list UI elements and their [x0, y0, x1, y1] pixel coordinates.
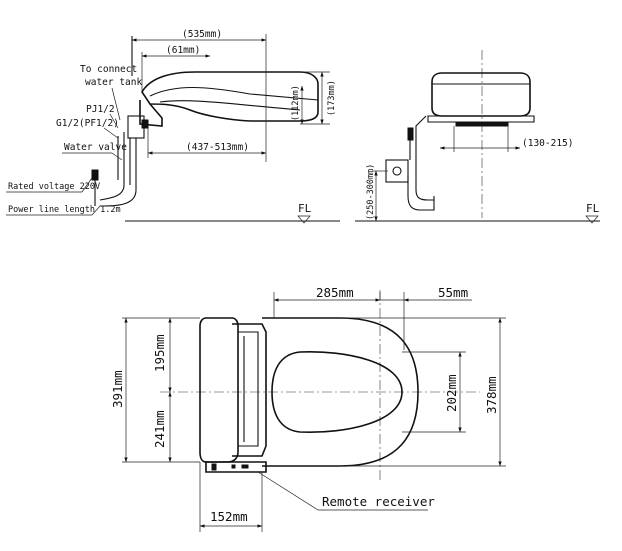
rear-seat-body — [431, 72, 531, 117]
side-floor-mark — [297, 215, 311, 224]
side-seat-line — [159, 100, 301, 111]
top-receiver-key — [211, 463, 217, 471]
rear-floor-mark — [585, 215, 599, 224]
dim-130-label: (130-215) — [522, 138, 573, 149]
leader-voltage — [81, 177, 93, 193]
dim-391-label: 391mm — [110, 370, 125, 408]
rear-base-plate — [427, 115, 535, 123]
side-plug — [91, 169, 99, 181]
leader-pj — [109, 113, 119, 129]
top-seat-opening — [271, 350, 403, 434]
rear-bolt-strip — [455, 121, 509, 127]
top-receiver-dot — [231, 464, 236, 469]
rear-valve-box — [385, 159, 409, 183]
top-rear-unit — [199, 317, 239, 463]
label-remote: Remote receiver — [322, 494, 435, 509]
dim-250-label: (250-300mm) — [366, 164, 376, 220]
top-receiver-window — [241, 464, 249, 469]
side-lid-line — [149, 87, 319, 101]
side-seat-body — [141, 71, 319, 122]
label-pj: PJ1/2 — [86, 104, 115, 115]
label-g: G1/2(PF1/2) — [56, 118, 119, 129]
rear-floor-label: FL — [586, 202, 600, 215]
top-hinge-inner — [238, 331, 259, 447]
rear-valve-knob — [392, 166, 402, 176]
label-valve: Water valve — [64, 142, 127, 153]
rear-view: (130-215) (250-300mm) FL — [355, 50, 600, 224]
top-view: 285mm 55mm 391mm 195mm 241mm 202mm 378mm… — [110, 285, 506, 532]
side-power-line — [100, 189, 137, 207]
dim-535-label: (535mm) — [182, 29, 222, 40]
dim-378-label: 378mm — [484, 376, 499, 414]
side-valve-fitting — [141, 119, 149, 129]
label-voltage: Rated voltage 220V — [8, 182, 100, 192]
dim-55-label: 55mm — [438, 285, 468, 300]
dim-112-label: (112mm) — [291, 85, 301, 121]
dim-152-label: 152mm — [210, 509, 248, 524]
leader-remote — [257, 471, 319, 511]
label-power: Power line length 1.2m — [8, 205, 121, 215]
top-hinge-block — [232, 323, 267, 457]
dim-285-label: 285mm — [316, 285, 354, 300]
side-floor-label: FL — [298, 202, 312, 215]
dim-241-label: 241mm — [152, 410, 167, 448]
label-tank-2: water tank — [85, 77, 142, 88]
dim-195-label: 195mm — [152, 334, 167, 372]
top-remote-receiver — [205, 461, 267, 473]
leader-valve — [111, 152, 123, 161]
dim-437-label: (437-513mm) — [186, 142, 249, 153]
side-pipe — [129, 138, 137, 190]
top-seat-outer — [262, 317, 419, 467]
dim-61-label: (61mm) — [166, 45, 200, 56]
leader-g — [103, 127, 119, 139]
leader-power — [91, 205, 101, 216]
dim-173-label: (173mm) — [327, 80, 337, 116]
leader-tank — [111, 87, 121, 121]
rear-hose-1 — [415, 115, 434, 201]
side-hose — [99, 184, 125, 201]
rear-plug — [407, 127, 414, 141]
side-view: (535mm) (61mm) (173mm) (112mm) (437-513m… — [6, 29, 340, 224]
dim-202-label: 202mm — [444, 374, 459, 412]
label-tank-1: To connect — [80, 64, 137, 75]
rear-hose-2 — [407, 176, 435, 211]
side-inlet-pipe — [117, 132, 125, 185]
